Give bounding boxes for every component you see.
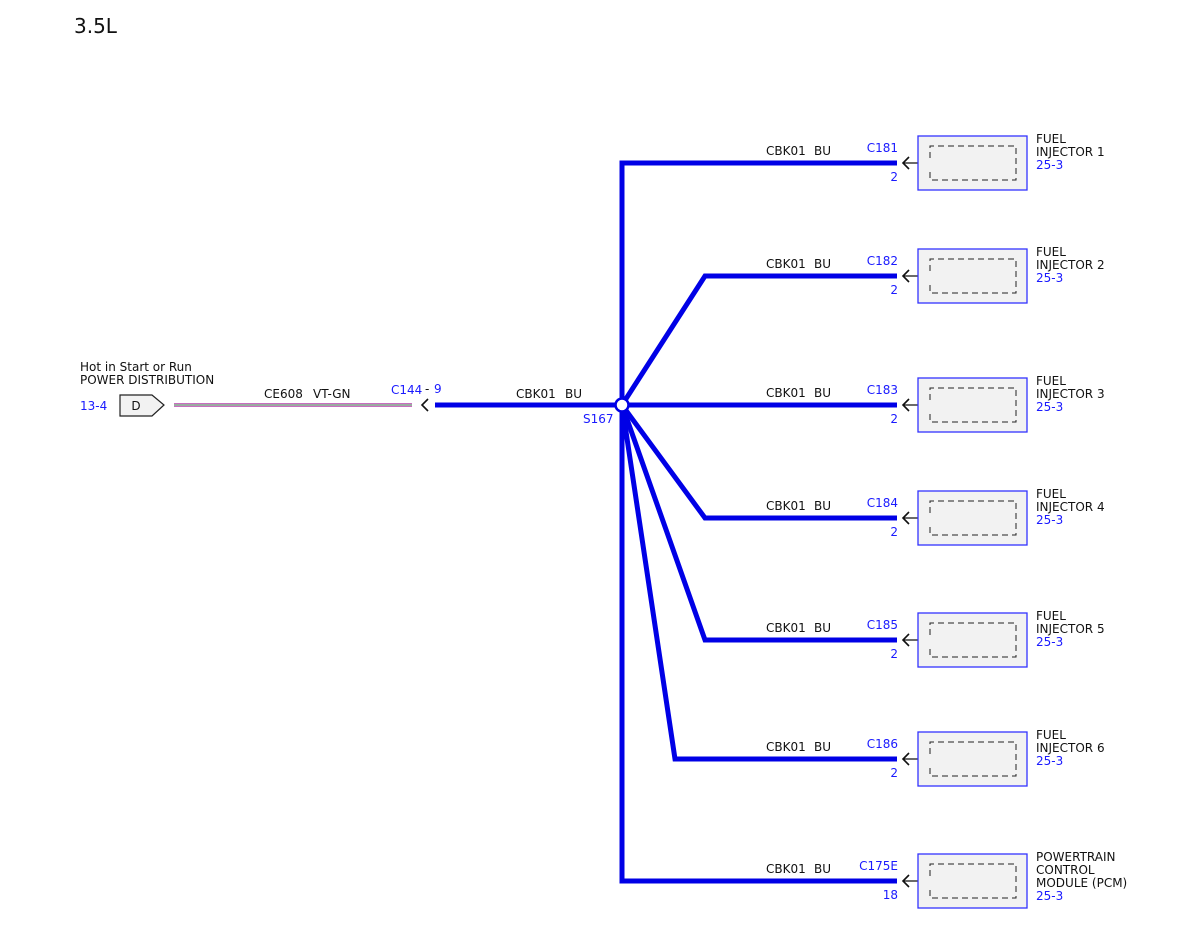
component-name-line: INJECTOR 2	[1036, 258, 1105, 272]
input-connector-arrow-icon	[420, 398, 429, 412]
component-box[interactable]	[917, 490, 1028, 546]
engine-label: 3.5L	[74, 14, 118, 38]
input-wire-color-code: VT-GN	[313, 387, 350, 401]
branch-wire-5	[619, 404, 897, 643]
input-pin-separator: -	[425, 382, 429, 396]
branch-circuit-label: CBK01	[766, 740, 806, 754]
splice-node-icon[interactable]	[614, 397, 630, 413]
connector-tag-shape	[119, 394, 165, 417]
component-name-line: FUEL	[1036, 609, 1066, 623]
branch-color-code: BU	[814, 257, 831, 271]
branch-color-code: BU	[814, 499, 831, 513]
component-ref-link[interactable]: 25-3	[1036, 889, 1063, 903]
input-wire	[174, 403, 412, 407]
component-outline	[929, 258, 1017, 294]
branch-circuit-label: CBK01	[766, 144, 806, 158]
component-name-line: FUEL	[1036, 245, 1066, 259]
component-name-line: FUEL	[1036, 487, 1066, 501]
component-ref-link[interactable]: 25-3	[1036, 400, 1063, 414]
branch-wire-4	[619, 403, 897, 521]
source-ref-link[interactable]: 13-4	[80, 399, 107, 413]
branch-connector-id[interactable]: C184	[867, 496, 898, 510]
input-connector-id[interactable]: C144	[391, 383, 422, 397]
component-ref-link[interactable]: 25-3	[1036, 513, 1063, 527]
component-outline	[929, 622, 1017, 658]
component-name-line: INJECTOR 3	[1036, 387, 1105, 401]
component-name-line: INJECTOR 4	[1036, 500, 1105, 514]
branch-wire-6	[619, 404, 897, 762]
branch-wire-2	[619, 273, 897, 407]
branch-circuit-label: CBK01	[766, 257, 806, 271]
branch-circuit-label: CBK01	[766, 386, 806, 400]
component-name-line: FUEL	[1036, 728, 1066, 742]
branch-connector-id[interactable]: C183	[867, 383, 898, 397]
branch-color-code: BU	[814, 862, 831, 876]
branch-connector-id[interactable]: C182	[867, 254, 898, 268]
branch-pin-number: 18	[883, 888, 898, 902]
branch-circuit-label: CBK01	[766, 499, 806, 513]
branch-pin-number: 2	[890, 412, 898, 426]
branch-color-code: BU	[814, 386, 831, 400]
component-name-line: FUEL	[1036, 374, 1066, 388]
component-outline	[929, 145, 1017, 181]
branch-circuit-label: CBK01	[766, 862, 806, 876]
branch-connector-id[interactable]: C186	[867, 737, 898, 751]
source-condition-label: Hot in Start or Run	[80, 360, 192, 374]
component-box[interactable]	[917, 853, 1028, 909]
branch-circuit-label: CBK01	[766, 621, 806, 635]
branch-pin-number: 2	[890, 283, 898, 297]
component-outline	[929, 500, 1017, 536]
splice-id[interactable]: S167	[583, 412, 614, 426]
component-box[interactable]	[917, 731, 1028, 787]
component-ref-link[interactable]: 25-3	[1036, 158, 1063, 172]
branch-connector-id[interactable]: C185	[867, 618, 898, 632]
branch-color-code: BU	[814, 144, 831, 158]
component-name-line: INJECTOR 5	[1036, 622, 1105, 636]
component-box[interactable]	[917, 248, 1028, 304]
component-name-line: INJECTOR 6	[1036, 741, 1105, 755]
component-box[interactable]	[917, 377, 1028, 433]
branch-connector-id[interactable]: C175E	[859, 859, 898, 873]
branch-color-code: BU	[814, 621, 831, 635]
branch-color-code: BU	[814, 740, 831, 754]
component-box[interactable]	[917, 135, 1028, 191]
branch-wire-7	[619, 405, 897, 884]
input-wire-circuit: CE608	[264, 387, 303, 401]
trunk-wire-circuit: CBK01	[516, 387, 556, 401]
component-name-line: CONTROL	[1036, 863, 1095, 877]
component-outline	[929, 741, 1017, 777]
component-ref-link[interactable]: 25-3	[1036, 754, 1063, 768]
trunk-wire-color-code: BU	[565, 387, 582, 401]
branch-connector-id[interactable]: C181	[867, 141, 898, 155]
branch-pin-number: 2	[890, 766, 898, 780]
component-name-line: POWERTRAIN	[1036, 850, 1116, 864]
branch-pin-number: 2	[890, 170, 898, 184]
component-box[interactable]	[917, 612, 1028, 668]
component-ref-link[interactable]: 25-3	[1036, 635, 1063, 649]
branch-pin-number: 2	[890, 647, 898, 661]
component-name-line: INJECTOR 1	[1036, 145, 1105, 159]
component-name-line: FUEL	[1036, 132, 1066, 146]
component-ref-link[interactable]: 25-3	[1036, 271, 1063, 285]
input-pin-number: 9	[434, 382, 442, 396]
component-outline	[929, 387, 1017, 423]
branch-wire-1	[619, 160, 897, 405]
source-name-label: POWER DISTRIBUTION	[80, 373, 214, 387]
connector-tag-letter: D	[131, 399, 140, 413]
branch-pin-number: 2	[890, 525, 898, 539]
component-outline	[929, 863, 1017, 899]
component-name-line: MODULE (PCM)	[1036, 876, 1127, 890]
